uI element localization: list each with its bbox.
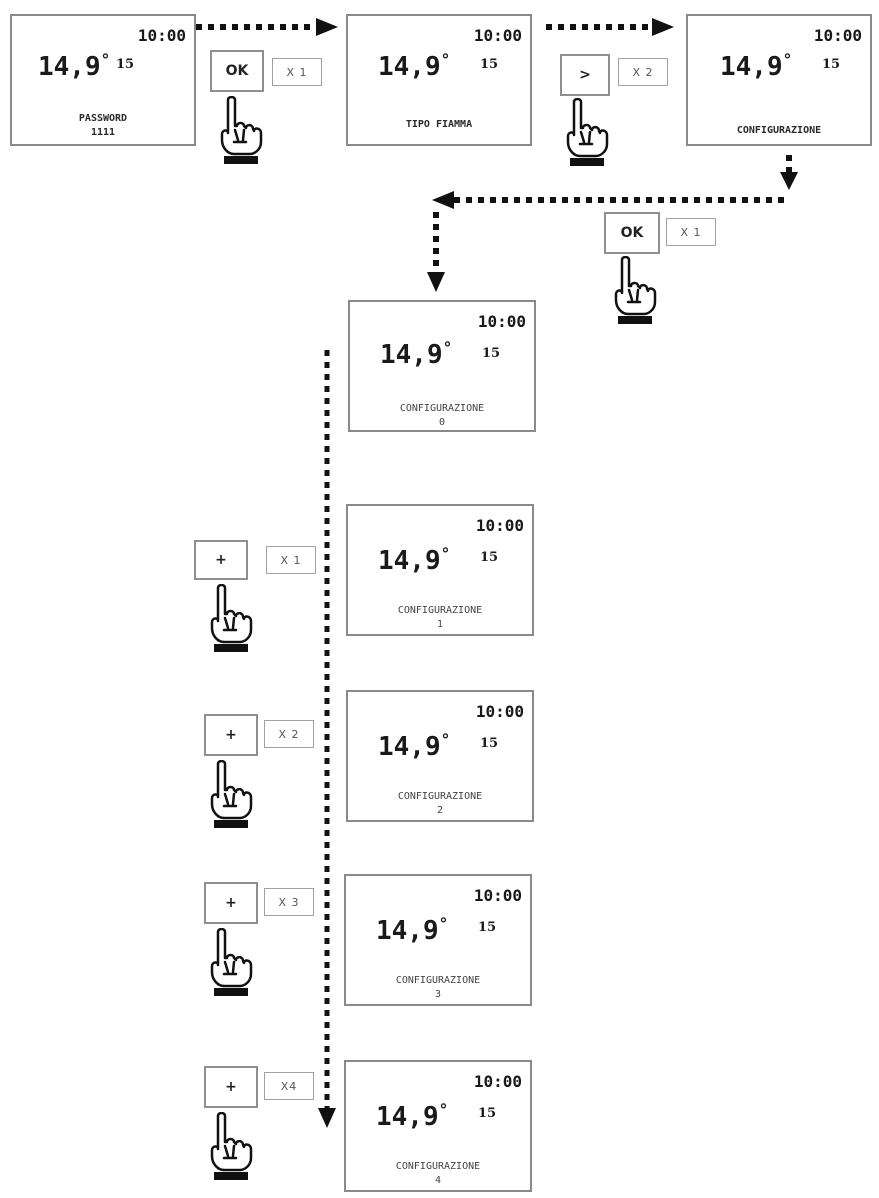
display-screen-password: 10:00 14,9° 15 PASSWORD 1111: [10, 14, 196, 146]
press-count: X 3: [264, 888, 314, 916]
pointing-finger-icon: [210, 928, 253, 996]
setpoint-value: 15: [480, 736, 499, 751]
setpoint-value: 15: [480, 550, 499, 565]
ok-button[interactable]: OK: [210, 50, 264, 92]
display-screen-config-2: 10:00 14,9° 15 CONFIGURAZIONE 2: [346, 690, 534, 822]
display-screen-tipo-fiamma: 10:00 14,9° 15 TIPO FIAMMA: [346, 14, 532, 146]
display-screen-configurazione: 10:00 14,9° 15 CONFIGURAZIONE: [686, 14, 872, 146]
clock-time: 10:00: [473, 886, 522, 905]
clock-time: 10:00: [475, 516, 524, 535]
screen-label: CONFIGURAZIONE: [397, 791, 483, 802]
display-screen-config-0: 10:00 14,9° 15 CONFIGURAZIONE 0: [348, 300, 536, 432]
temperature-reading: 14,9°: [378, 50, 451, 82]
plus-button[interactable]: +: [204, 1066, 258, 1108]
arrow-long-vertical: [318, 350, 336, 1128]
screen-label: TIPO FIAMMA: [405, 119, 473, 130]
temperature-reading: 14,9°: [376, 1100, 449, 1132]
ok-button[interactable]: OK: [604, 212, 660, 254]
press-count: X 2: [264, 720, 314, 748]
temperature-reading: 14,9°: [380, 338, 453, 370]
setpoint-value: 15: [822, 57, 841, 72]
temperature-reading: 14,9°: [720, 50, 793, 82]
clock-time: 10:00: [813, 26, 862, 45]
clock-time: 10:00: [473, 26, 522, 45]
temperature-reading: 14,9°: [378, 730, 451, 762]
plus-button[interactable]: +: [204, 882, 258, 924]
screen-label: CONFIGURAZIONE: [395, 975, 481, 986]
clock-time: 10:00: [475, 702, 524, 721]
plus-button[interactable]: +: [204, 714, 258, 756]
arrow-screen1-to-screen2: [196, 18, 338, 36]
display-screen-config-1: 10:00 14,9° 15 CONFIGURAZIONE 1: [346, 504, 534, 636]
pointing-finger-icon: [210, 584, 253, 652]
screen-label-value: 4: [434, 1175, 442, 1186]
screen-label: CONFIGURAZIONE: [395, 1161, 481, 1172]
plus-button[interactable]: +: [194, 540, 248, 580]
screen-label-value: 1111: [90, 127, 116, 138]
press-count: X 1: [266, 546, 316, 574]
setpoint-value: 15: [480, 57, 499, 72]
screen-label: CONFIGURAZIONE: [736, 125, 822, 136]
arrow-screen2-to-screen3: [546, 18, 674, 36]
display-screen-config-4: 10:00 14,9° 15 CONFIGURAZIONE 4: [344, 1060, 532, 1192]
clock-time: 10:00: [477, 312, 526, 331]
press-count: X 2: [618, 58, 668, 86]
pointing-finger-icon: [614, 256, 657, 324]
next-button[interactable]: >: [560, 54, 610, 96]
press-count: X 1: [272, 58, 322, 86]
arrow-down-to-config0: [427, 212, 445, 292]
setpoint-value: 15: [482, 346, 501, 361]
press-count: X4: [264, 1072, 314, 1100]
setpoint-value: 15: [478, 920, 497, 935]
pointing-finger-icon: [210, 760, 253, 828]
clock-time: 10:00: [137, 26, 186, 45]
screen-label-value: 3: [434, 989, 442, 1000]
setpoint-value: 15: [116, 57, 135, 72]
pointing-finger-icon: [210, 1112, 253, 1180]
setpoint-value: 15: [478, 1106, 497, 1121]
temperature-reading: 14,9°: [38, 50, 111, 82]
screen-label: CONFIGURAZIONE: [399, 403, 485, 414]
screen-label-value: 1: [436, 619, 444, 630]
temperature-reading: 14,9°: [378, 544, 451, 576]
temperature-reading: 14,9°: [376, 914, 449, 946]
screen-label: CONFIGURAZIONE: [397, 605, 483, 616]
pointing-finger-icon: [220, 96, 263, 164]
screen-label-value: 0: [438, 417, 446, 428]
pointing-finger-icon: [566, 98, 609, 166]
display-screen-config-3: 10:00 14,9° 15 CONFIGURAZIONE 3: [344, 874, 532, 1006]
press-count: X 1: [666, 218, 716, 246]
screen-label: PASSWORD: [78, 113, 128, 124]
arrow-screen3-down: [780, 155, 798, 190]
arrow-back-left: [432, 191, 784, 209]
screen-label-value: 2: [436, 805, 444, 816]
clock-time: 10:00: [473, 1072, 522, 1091]
